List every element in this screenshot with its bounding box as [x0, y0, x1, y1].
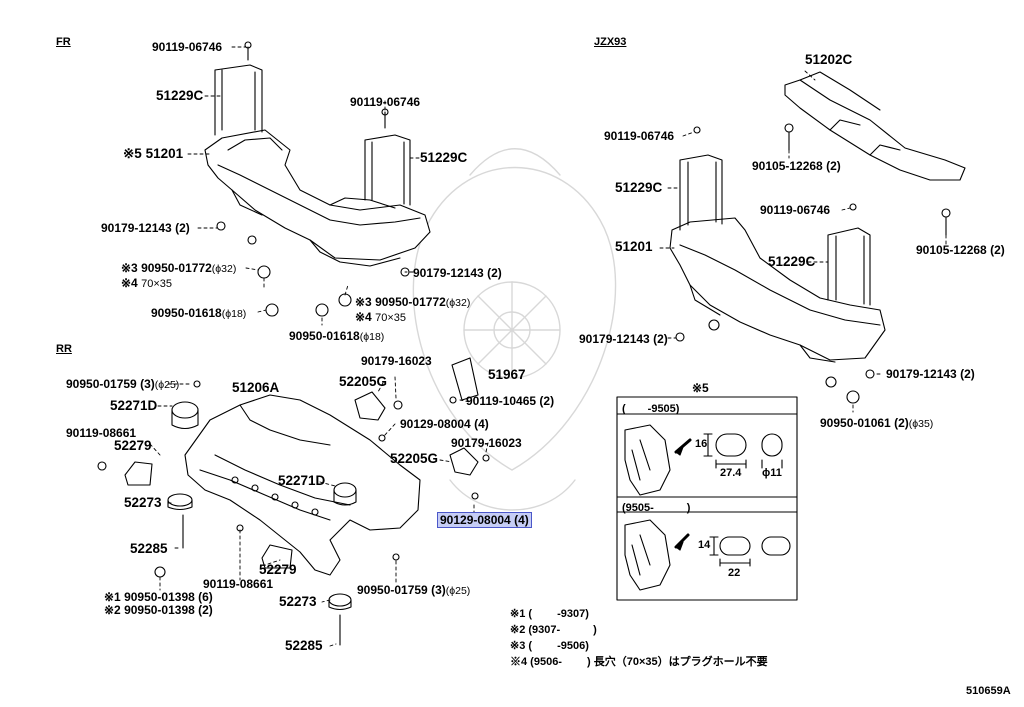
part-label[interactable]: 51206A [232, 380, 280, 395]
jzx93-leaders [659, 70, 947, 413]
part-label[interactable]: 90119-06746 [760, 203, 831, 217]
part-label[interactable]: 90105-12268 (2) [916, 243, 1005, 257]
diameter-note: (ϕ25) [445, 585, 471, 597]
part-label[interactable]: ※3 90950-01772(ϕ32) [121, 261, 237, 275]
part-label[interactable]: 90179-12143 (2) [579, 332, 668, 346]
diameter-note: (ϕ18) [221, 308, 247, 320]
part-label[interactable]: 90119-06746 [152, 40, 223, 54]
part-label[interactable]: 52285 [130, 541, 168, 556]
part-label[interactable]: 52279 [114, 438, 152, 453]
part-label[interactable]: 90119-08661 [66, 426, 137, 440]
section-label-jzx93: JZX93 [594, 36, 627, 48]
part-label[interactable]: 90119-08661 [203, 577, 274, 591]
part-label[interactable]: 90950-01759 (3)(ϕ25) [66, 377, 180, 391]
diameter-note: (ϕ32) [445, 297, 471, 309]
part-label[interactable]: 90950-01618(ϕ18) [289, 329, 385, 343]
part-note: ※4 70×35 [355, 310, 406, 324]
part-label[interactable]: ※3 90950-01772(ϕ32) [355, 295, 471, 309]
dimension-label: ϕ11 [762, 467, 782, 479]
part-label[interactable]: 90179-16023 [451, 436, 522, 450]
footnote: ※3 ( -9506) [510, 640, 589, 652]
part-label[interactable]: 52205G [390, 451, 439, 466]
part-label[interactable]: 90119-06746 [604, 129, 675, 143]
diameter-note: (ϕ32) [211, 263, 237, 275]
part-label[interactable]: 90129-08004 (4) [400, 417, 489, 431]
section-label-rr: RR [56, 343, 72, 355]
part-label[interactable]: 51967 [488, 367, 526, 382]
part-label[interactable]: 90179-12143 (2) [413, 266, 502, 280]
part-label[interactable]: 51229C [156, 88, 204, 103]
detail-range-bottom: (9505- ) [622, 502, 691, 514]
jzx93-crossmember [669, 71, 966, 404]
part-label[interactable]: ※1 90950-01398 (6) [104, 590, 213, 604]
detail-box [616, 396, 798, 601]
part-label[interactable]: 90179-12143 (2) [101, 221, 190, 235]
detail-ref-label: ※5 [692, 381, 709, 395]
part-label[interactable]: 52205G [339, 374, 388, 389]
part-label[interactable]: ※5 51201 [123, 146, 184, 161]
part-label[interactable]: 52279 [259, 562, 297, 577]
part-label[interactable]: 52273 [279, 594, 317, 609]
part-label[interactable]: 52273 [124, 495, 162, 510]
part-label[interactable]: 90105-12268 (2) [752, 159, 841, 173]
footnote: ※4 (9506- ) 長穴（70×35）はプラグホール不要 [510, 656, 768, 668]
part-label[interactable]: 51202C [805, 52, 853, 67]
part-label[interactable]: 90179-12143 (2) [886, 367, 975, 381]
part-label-selected[interactable]: 90129-08004 (4) [437, 512, 532, 528]
dimension-label: 27.4 [720, 467, 742, 479]
part-label[interactable]: 90950-01618(ϕ18) [151, 306, 247, 320]
part-label[interactable]: 52271D [278, 473, 326, 488]
diameter-note: (ϕ25) [154, 379, 180, 391]
fr-leaders [187, 46, 421, 326]
watermark-emblem [412, 148, 617, 511]
part-label[interactable]: 90119-10465 (2) [466, 394, 555, 408]
footnote: ※2 (9307- ) [510, 624, 597, 636]
dimension-label: 22 [728, 567, 741, 579]
detail-range-top: ( -9505) [622, 403, 680, 415]
part-label[interactable]: 90119-06746 [350, 95, 421, 109]
part-label[interactable]: 51229C [615, 180, 663, 195]
part-note: ※4 70×35 [121, 276, 172, 290]
part-label[interactable]: 51201 [615, 239, 653, 254]
part-label[interactable]: 51229C [420, 150, 468, 165]
dimension-label: 14 [698, 539, 711, 551]
fr-crossmember [204, 41, 431, 317]
part-label[interactable]: ※2 90950-01398 (2) [104, 603, 213, 617]
part-label[interactable]: 90950-01759 (3)(ϕ25) [357, 583, 471, 597]
dimension-label: 16 [695, 438, 708, 450]
part-label[interactable]: 52271D [110, 398, 158, 413]
section-label-fr: FR [56, 36, 71, 48]
part-label[interactable]: 90950-01061 (2)(ϕ35) [820, 416, 934, 430]
catalog-number: 510659A [966, 685, 1011, 697]
part-label[interactable]: 52285 [285, 638, 323, 653]
part-label[interactable]: 90179-16023 [361, 354, 432, 368]
footnote: ※1 ( -9307) [510, 608, 589, 620]
diameter-note: (ϕ35) [908, 418, 934, 430]
part-label[interactable]: 51229C [768, 254, 816, 269]
diameter-note: (ϕ18) [359, 331, 385, 343]
rr-leaders [149, 376, 489, 647]
